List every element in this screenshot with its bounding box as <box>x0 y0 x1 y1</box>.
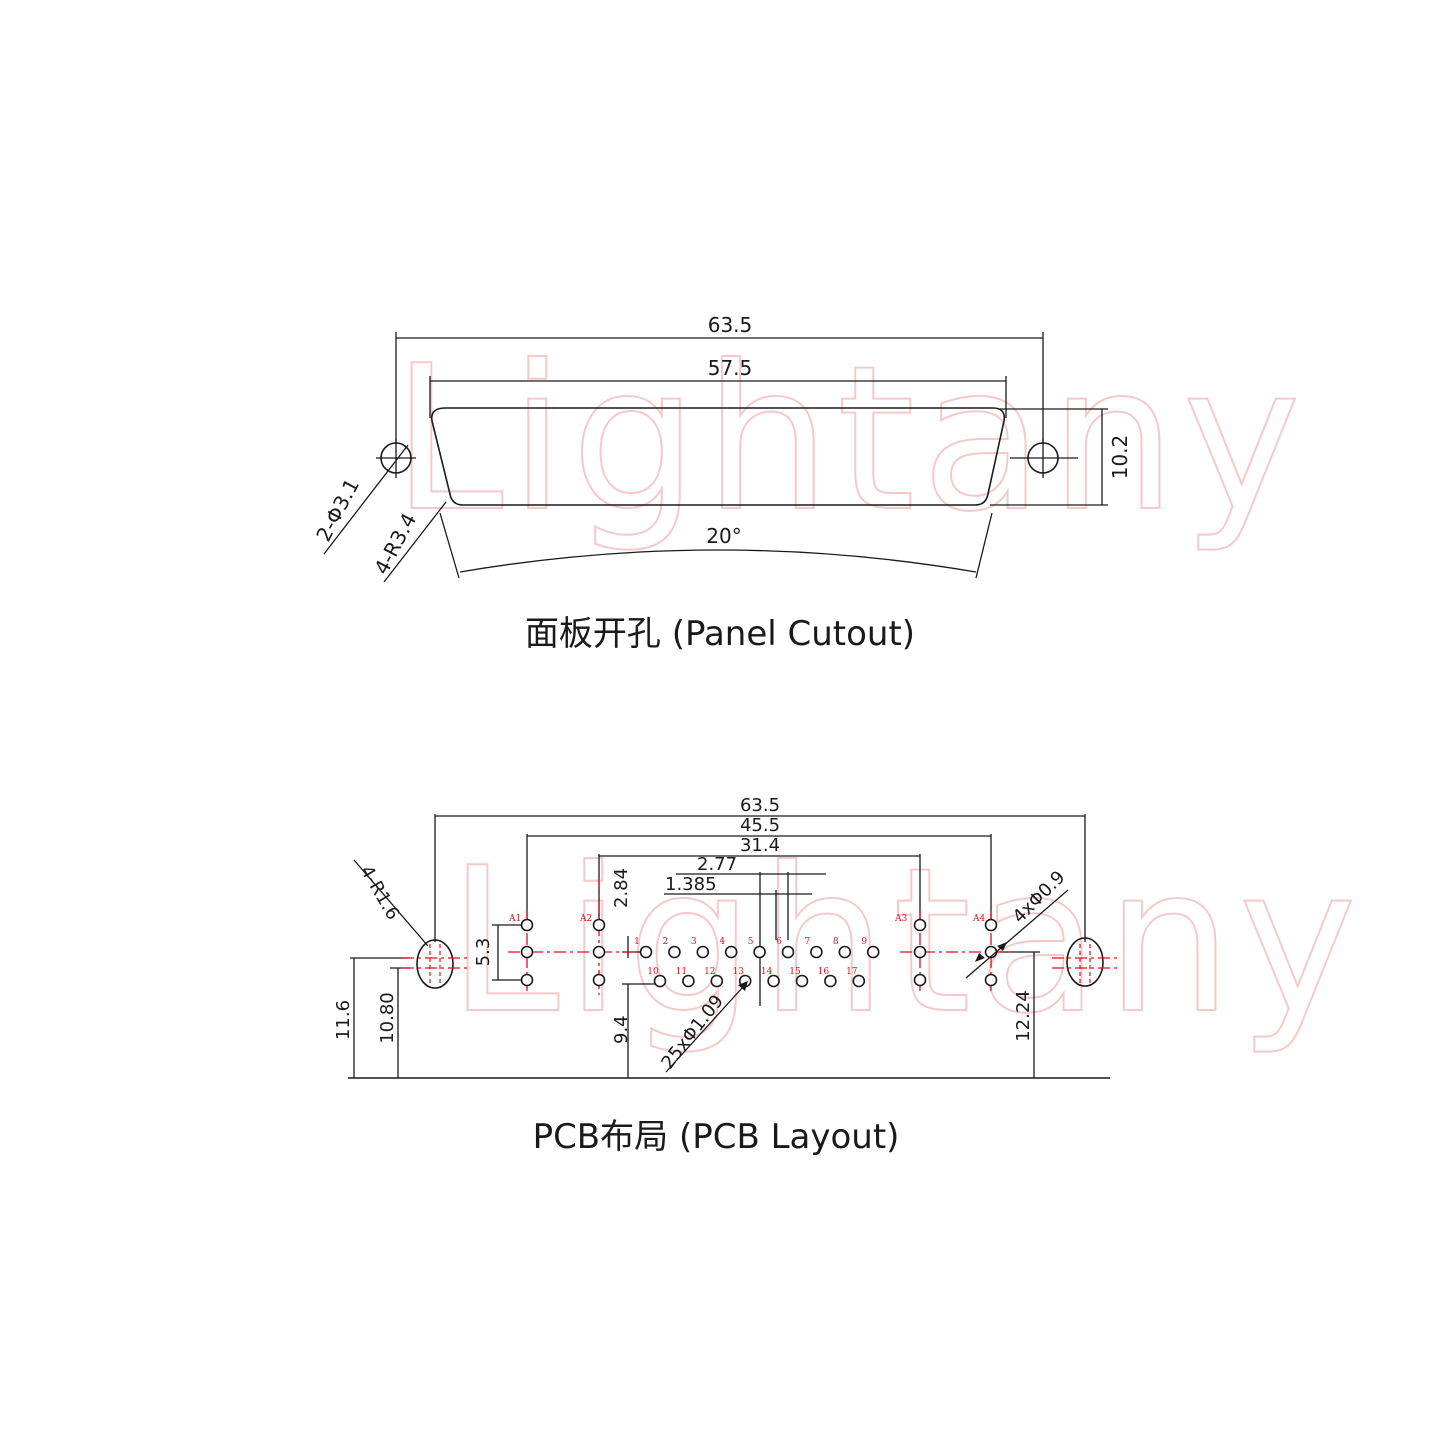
panel-cutout-caption: 面板开孔 (Panel Cutout) <box>525 614 915 654</box>
mount-label-a3: A3 <box>894 914 907 924</box>
signal-pins-bottom-row: 10 11 12 13 14 15 16 17 <box>647 967 866 988</box>
signal-pin-hole <box>710 974 724 988</box>
signal-pin-label: 11 <box>676 967 687 977</box>
signal-pin-label: 4 <box>719 937 725 947</box>
mount-label-a1: A1 <box>508 914 521 924</box>
signal-pin-hole <box>668 945 681 959</box>
signal-pin-label: 10 <box>647 967 659 977</box>
signal-pin-label: 5 <box>748 937 754 947</box>
pcb-lock-hole-left <box>416 939 454 989</box>
signal-pin-label: 14 <box>761 967 773 977</box>
signal-pin-hole <box>682 974 695 988</box>
signal-pin-label: 15 <box>789 967 801 977</box>
signal-pin-label: 2 <box>663 937 669 947</box>
pcb-layout-caption: PCB布局 (PCB Layout) <box>533 1117 900 1157</box>
signal-pin-label: 8 <box>833 937 839 947</box>
signal-pin-hole <box>810 945 823 959</box>
pcb-dim-mount-spacing: 5.3 <box>473 938 494 967</box>
mount-group-a1: A1 <box>508 910 534 995</box>
signal-pin-hole <box>639 945 653 959</box>
signal-pin-hole <box>767 974 780 988</box>
pcb-lock-hole-right <box>1066 937 1104 987</box>
cutout-outline <box>430 407 1006 506</box>
signal-pins-top-row: 1 2 3 4 5 6 7 8 9 <box>634 937 880 959</box>
pcb-dim-half-pitch: 1.385 <box>665 874 717 895</box>
pcb-dim-h1: 11.6 <box>333 1000 354 1040</box>
pcb-dim-row-gap: 2.84 <box>611 868 632 908</box>
pcb-dim-mount: 45.5 <box>740 815 780 836</box>
signal-pin-hole <box>838 945 852 959</box>
pcb-dim-row: 31.4 <box>740 835 780 856</box>
signal-pin-hole <box>866 945 880 959</box>
pcb-dim-h4: 12.24 <box>1013 990 1034 1042</box>
signal-pin-label: 13 <box>732 967 744 977</box>
mount-label-a4: A4 <box>972 914 985 924</box>
panel-cutout-view: Lightany 63.5 57.5 10.2 20° 2-Φ3.1 <box>311 313 1307 654</box>
signal-pin-label: 17 <box>846 967 858 977</box>
panel-dim-overall: 63.5 <box>708 313 753 337</box>
panel-dim-inner: 57.5 <box>708 356 753 380</box>
pcb-dim-overall: 63.5 <box>740 795 780 816</box>
signal-pin-label: 12 <box>704 967 715 977</box>
mount-group-a2: A2 <box>579 878 606 995</box>
pcb-dim-radius: 4-R1.6 <box>356 862 404 924</box>
panel-dim-hole: 2-Φ3.1 <box>311 474 364 545</box>
signal-pin-label: 1 <box>634 937 640 947</box>
signal-pin-label: 3 <box>691 937 697 947</box>
mount-label-a2: A2 <box>579 914 592 924</box>
signal-pin-label: 6 <box>776 937 782 947</box>
signal-pin-hole <box>724 945 738 959</box>
signal-pin-hole <box>781 945 795 959</box>
pcb-layout-view: Lightany 63.5 45.5 31.4 2.77 1.385 2.84 … <box>333 795 1363 1157</box>
panel-dim-angle: 20° <box>706 524 741 548</box>
signal-pin-hole <box>852 974 866 988</box>
signal-pin-label: 16 <box>818 967 830 977</box>
signal-pin-label: 9 <box>861 937 867 947</box>
pcb-dim-pitch: 2.77 <box>697 854 737 875</box>
signal-pin-hole <box>795 974 809 988</box>
panel-dim-height: 10.2 <box>1108 435 1132 480</box>
watermark-bottom: Lightany <box>448 825 1363 1058</box>
watermark-top: Lightany <box>392 323 1307 556</box>
signal-pin-hole <box>753 945 766 959</box>
mount-group-a3: A3 <box>894 910 927 995</box>
pcb-dim-h2: 10.80 <box>377 992 398 1044</box>
signal-pin-hole <box>696 945 710 959</box>
signal-pin-hole <box>824 974 837 988</box>
signal-pin-hole <box>653 974 667 988</box>
pcb-dim-h3: 9.4 <box>611 1015 632 1044</box>
signal-pin-label: 7 <box>805 937 811 947</box>
